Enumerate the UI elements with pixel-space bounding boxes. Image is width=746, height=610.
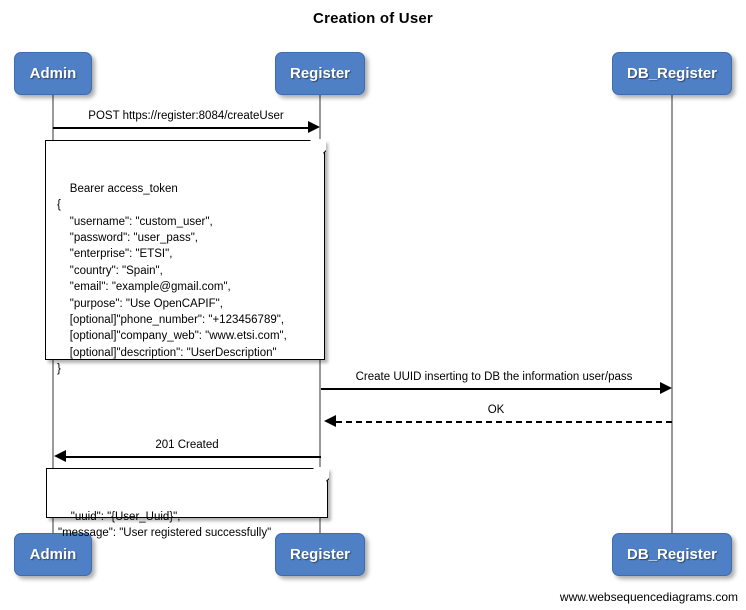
participant-db-register-top[interactable]: DB_Register (612, 52, 732, 95)
participant-label: Register (289, 65, 351, 82)
message-line-m2 (321, 388, 663, 390)
message-label-m1: POST https://register:8084/createUser (88, 110, 284, 122)
participant-label: Admin (29, 65, 77, 82)
message-line-m1 (53, 127, 315, 129)
message-line-m3 (336, 421, 672, 423)
note-response: "uuid": "{User_Uuid}", "message": "User … (46, 467, 329, 539)
footer-watermark: www.websequencediagrams.com (559, 590, 738, 604)
arrow-head-right-m1 (308, 121, 320, 133)
note-fold-corner-icon (312, 467, 329, 484)
arrow-head-right-m2 (660, 382, 672, 394)
note-response-text: "uuid": "{User_Uuid}", "message": "User … (58, 510, 272, 540)
participant-label: Register (289, 546, 351, 563)
note-request-text: Bearer access_token { "username": "custo… (57, 182, 287, 376)
note-fold-corner-icon (309, 139, 326, 156)
note-request: Bearer access_token { "username": "custo… (45, 139, 326, 375)
participant-label: DB_Register (626, 546, 718, 563)
participant-label: DB_Register (626, 65, 718, 82)
message-line-m4 (66, 456, 321, 458)
lifeline-db-register (671, 95, 673, 533)
message-label-m2: Create UUID inserting to DB the informat… (355, 371, 633, 383)
message-label-m3: OK (487, 404, 505, 416)
participant-register-top[interactable]: Register (275, 52, 365, 95)
page-title: Creation of User (313, 10, 433, 27)
participant-admin-top[interactable]: Admin (14, 52, 92, 95)
participant-admin-bottom[interactable]: Admin (14, 533, 92, 576)
arrow-head-left-m3 (324, 415, 336, 427)
participant-label: Admin (29, 546, 77, 563)
arrow-head-left-m4 (54, 450, 66, 462)
participant-db-register-bottom[interactable]: DB_Register (612, 533, 732, 576)
message-label-m4: 201 Created (155, 439, 219, 451)
participant-register-bottom[interactable]: Register (275, 533, 365, 576)
